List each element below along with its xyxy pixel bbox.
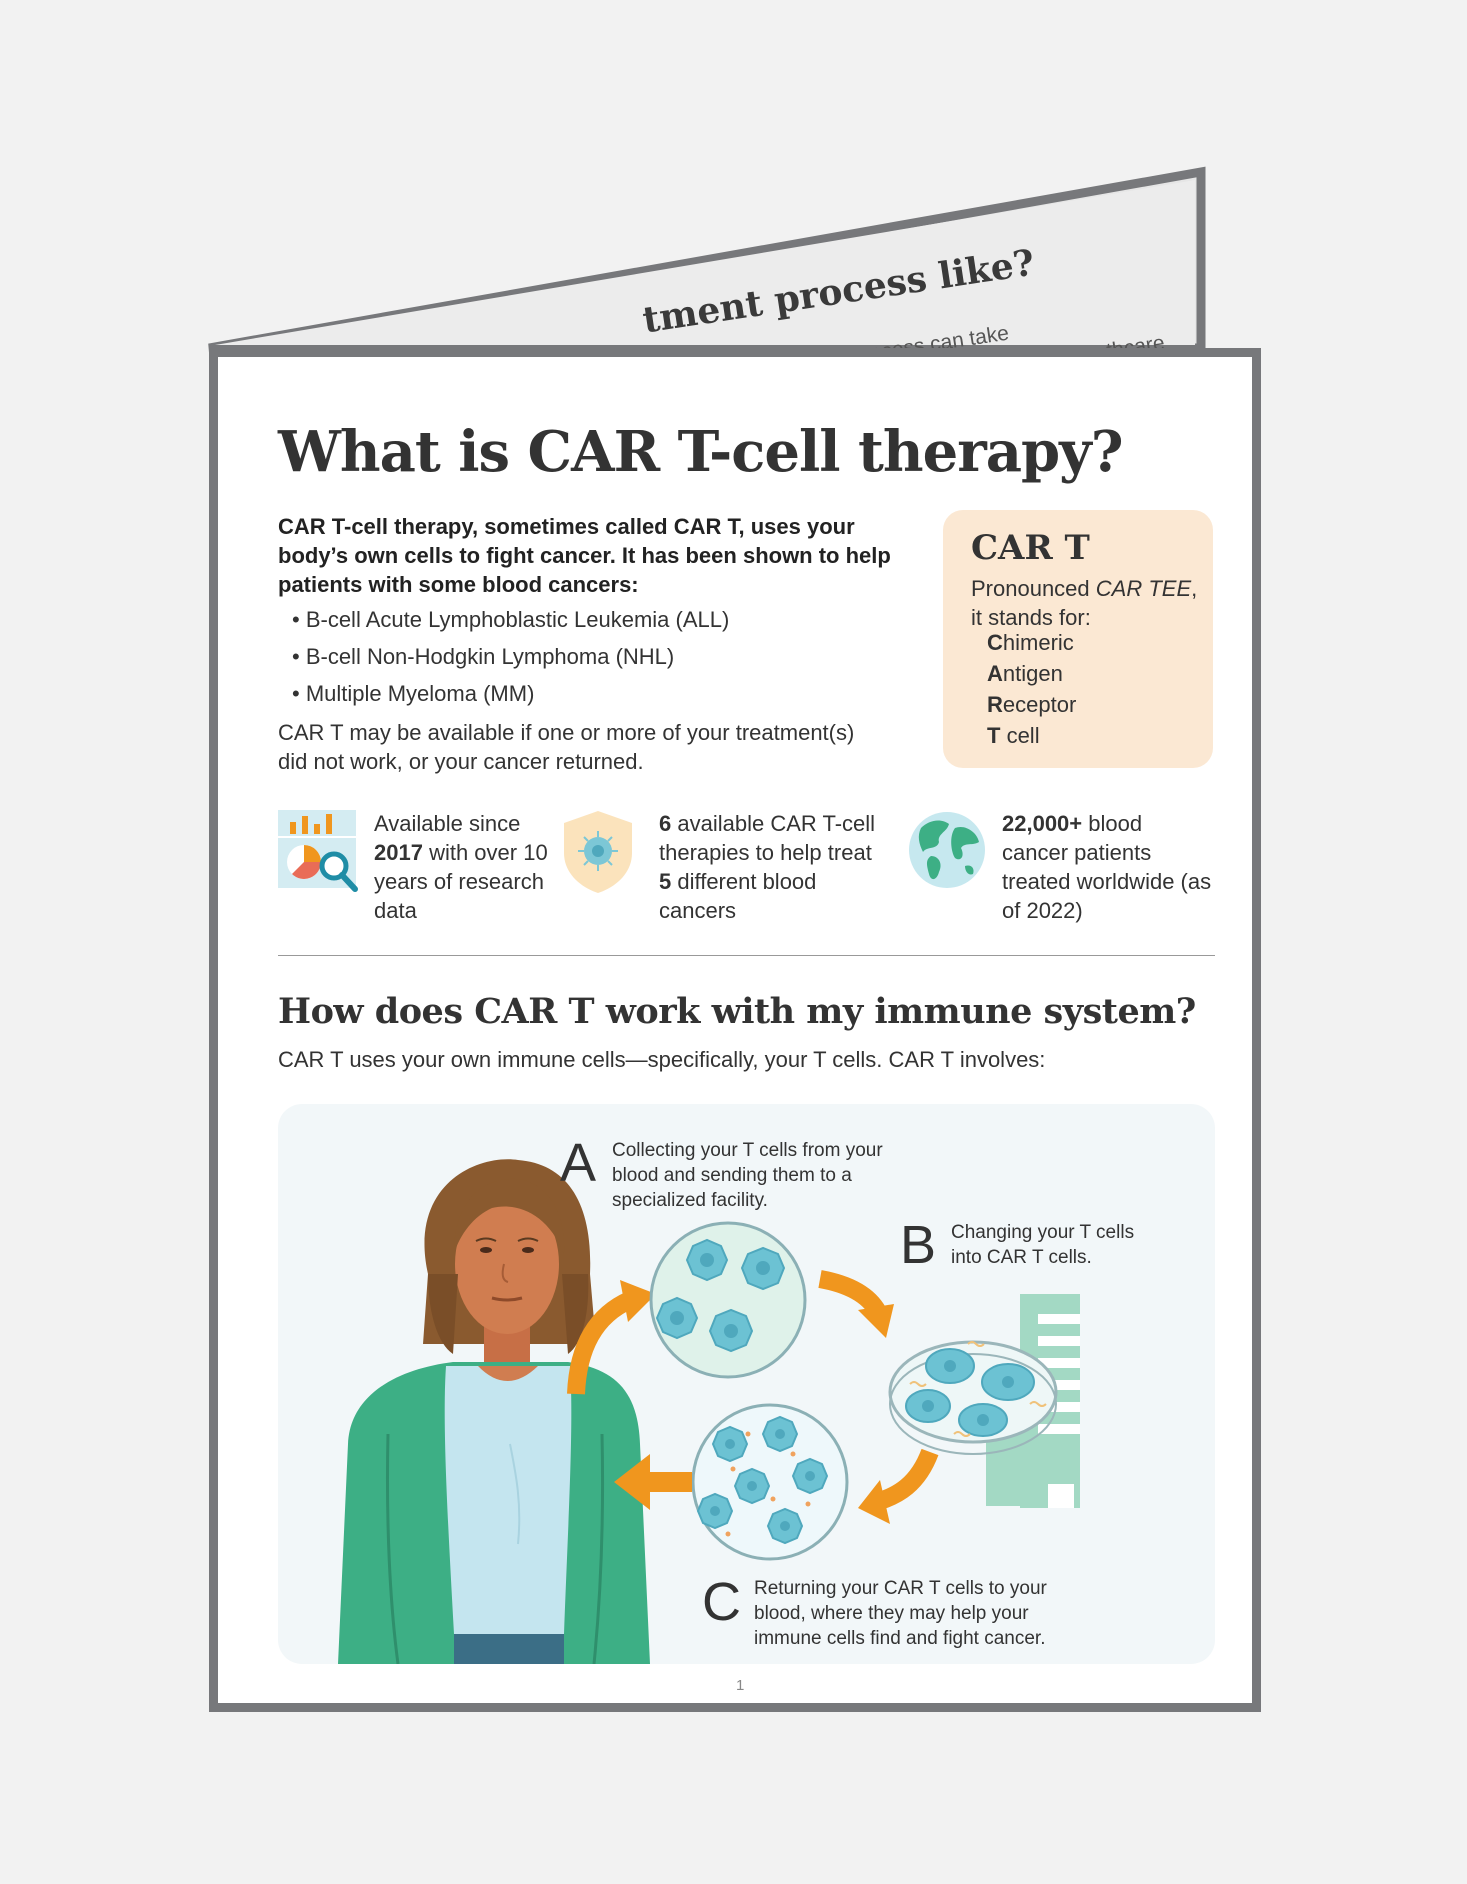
cart-definition-box: CAR T Pronounced CAR TEE, it stands for:… — [943, 510, 1213, 768]
research-chart-icon — [278, 810, 358, 892]
acronym-line-r: Receptor — [987, 692, 1077, 717]
cancer-list-item: • Multiple Myeloma (MM) — [292, 681, 535, 706]
step-b-text: Changing your T cells into CAR T cells. — [951, 1222, 1135, 1268]
step-b-letter: B — [900, 1215, 937, 1275]
step-c-letter: C — [702, 1572, 741, 1632]
cancer-list-item: • B-cell Acute Lymphoblastic Leukemia (A… — [292, 607, 730, 632]
patient-illustration — [338, 1159, 650, 1664]
cart-box-title: CAR T — [971, 528, 1090, 568]
section-subtitle: CAR T uses your own immune cells—specifi… — [278, 1047, 1046, 1072]
stat-patients: 22,000+ blood cancer patients treated wo… — [1002, 811, 1212, 923]
page-title: What is CAR T-cell therapy? — [278, 419, 1124, 485]
cancer-list-item: • B-cell Non-Hodgkin Lymphoma (NHL) — [292, 644, 675, 669]
acronym-line-a: Antigen — [987, 661, 1063, 686]
acronym-line-t: T cell — [987, 723, 1040, 748]
car-t-cells-circle — [691, 1403, 849, 1561]
petri-dish — [888, 1340, 1058, 1455]
cart-pronunciation: Pronounced CAR TEE, it stands for: — [971, 576, 1198, 630]
stat-therapies: 6 available CAR T-cell therapies to help… — [659, 811, 876, 923]
section-heading: How does CAR T work with my immune syste… — [278, 991, 1196, 1032]
stat-research: Available since 2017 with over 10 years … — [374, 811, 548, 923]
car-t-process-diagram: A Collecting your T cells from your bloo… — [278, 1104, 1215, 1664]
step-a-text: Collecting your T cells from your blood … — [612, 1140, 883, 1211]
globe-icon — [909, 812, 985, 888]
t-cells-circle — [649, 1221, 807, 1379]
step-a-letter: A — [560, 1133, 597, 1193]
intro-note: CAR T may be available if one or more of… — [278, 720, 855, 774]
shield-cell-icon — [564, 811, 632, 893]
process-illustration — [338, 1159, 1080, 1664]
page-number: 1 — [736, 1677, 745, 1694]
section-divider — [278, 955, 1215, 956]
acronym-line-c: Chimeric — [987, 630, 1074, 655]
intro-text: CAR T-cell therapy, sometimes called CAR… — [278, 514, 891, 597]
front-page: What is CAR T-cell therapy? CAR T-cell t… — [209, 348, 1261, 1712]
step-c-text: Returning your CAR T cells to your blood… — [754, 1578, 1047, 1649]
